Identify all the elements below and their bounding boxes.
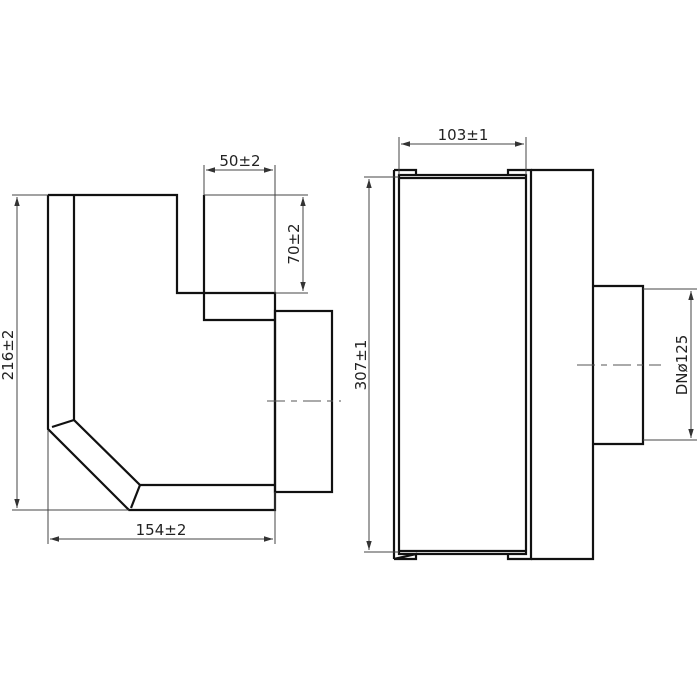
- dim-diameter-label: DNø125: [673, 335, 691, 396]
- bend-joint-upper: [51, 418, 75, 429]
- bend-joint-lower: [129, 484, 142, 509]
- slot-step: [202, 293, 275, 322]
- dim-front-width-label: 103±1: [438, 126, 489, 144]
- side-view-inner-wall: [72, 195, 275, 487]
- dim-slot-depth-label: 70±2: [285, 223, 303, 264]
- dim-front-height-label: 307±1: [352, 340, 370, 391]
- side-view: 216±2 154±2 50±2 70±2: [0, 152, 341, 544]
- front-view: 103±1 307±1 DNø125: [352, 126, 697, 561]
- front-body-outer: [393, 168, 533, 561]
- side-view-outline: [46, 193, 277, 512]
- dim-width-label: 154±2: [136, 521, 187, 539]
- dim-slot-width-label: 50±2: [219, 152, 260, 170]
- front-body-inner: [397, 173, 528, 556]
- dim-height-label: 216±2: [0, 330, 17, 381]
